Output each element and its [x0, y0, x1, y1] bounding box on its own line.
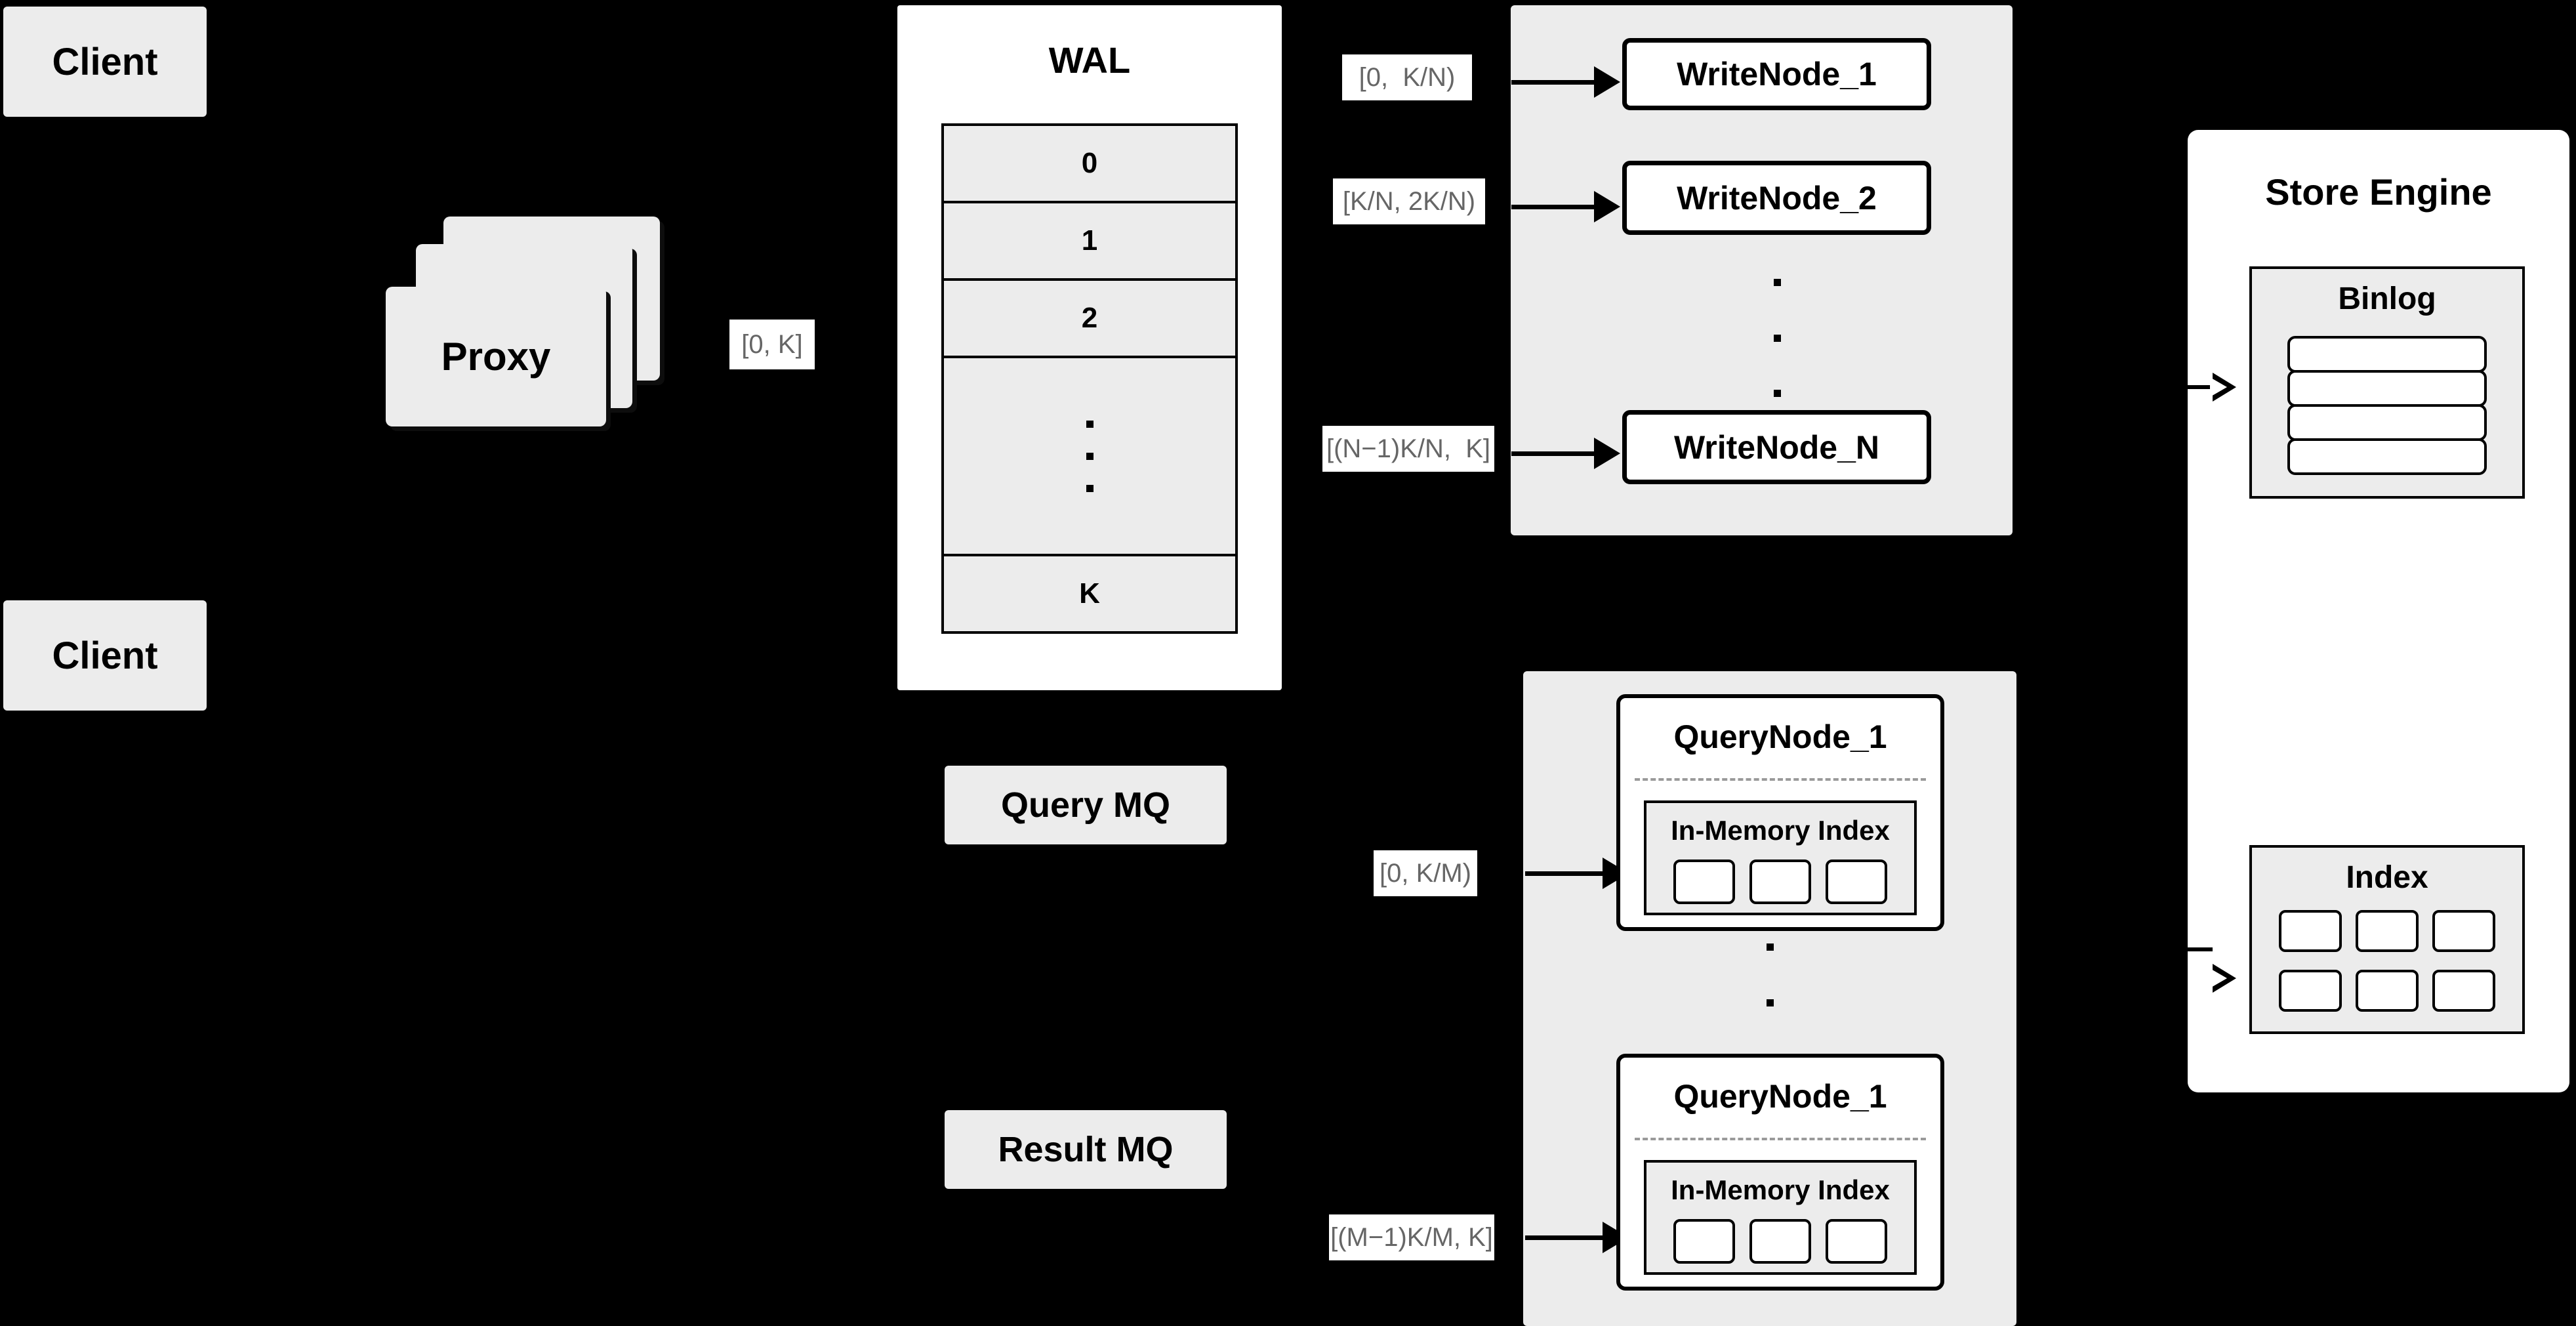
wal-row-2: 2: [944, 281, 1235, 359]
query-node-1[interactable]: QueryNode_1 In-Memory Index: [1616, 694, 1944, 931]
arrow-line-to-writenode-1: [1511, 80, 1594, 85]
binlog-rows: [2287, 336, 2487, 475]
in-memory-index-cells: [1646, 860, 1914, 904]
query-node-1-title: QueryNode_1: [1673, 718, 1887, 755]
ellipsis-dot: [1773, 390, 1781, 397]
index-title: Index: [2346, 860, 2428, 895]
ellipsis-dot: [1766, 943, 1774, 951]
index-cell: [1826, 860, 1887, 904]
query-node-2-in-memory-index: In-Memory Index: [1644, 1160, 1917, 1275]
index-cell: [2279, 909, 2342, 952]
client-label-2: Client: [52, 634, 158, 677]
binlog-row: [2287, 404, 2487, 441]
store-engine-panel: Store Engine Binlog Index: [2188, 130, 2569, 1092]
write-node-n-range-label: [(N−1)K/N, K]: [1322, 426, 1494, 472]
wal-row-k: K: [944, 556, 1235, 631]
store-engine-title: Store Engine: [2265, 171, 2492, 213]
arrow-head-to-writenode-2: [1594, 191, 1620, 222]
index-cell: [2355, 909, 2419, 952]
binlog-box: Binlog: [2249, 266, 2525, 499]
binlog-title: Binlog: [2338, 281, 2436, 316]
index-cell: [1673, 1219, 1735, 1264]
write-node-1-range-label: [0, K/N): [1342, 54, 1472, 100]
query-node-2-divider: [1635, 1138, 1926, 1140]
wal-row-ellipsis: [944, 358, 1235, 556]
ellipsis-dot: [1086, 420, 1094, 428]
ellipsis-dot: [1773, 279, 1781, 286]
index-cell: [1749, 1219, 1811, 1264]
index-cell: [2279, 969, 2342, 1012]
client-box-1[interactable]: Client: [3, 7, 207, 117]
client-box-2[interactable]: Client: [3, 600, 207, 711]
proxy-range-label: [0, K]: [729, 320, 815, 369]
ellipsis-dot: [1086, 484, 1094, 492]
index-grid: [2277, 908, 2497, 1013]
write-node-2[interactable]: WriteNode_2: [1622, 161, 1931, 235]
arrow-head-to-writenode-n: [1594, 438, 1620, 469]
write-node-ellipsis: [1770, 279, 1784, 397]
arrow-line-to-querynode-1: [1525, 871, 1603, 876]
wal-table: 0 1 2 K: [941, 123, 1238, 634]
arrow-line-to-querynode-2: [1525, 1235, 1603, 1240]
arrow-head-to-index: [2210, 964, 2236, 993]
client-label-1: Client: [52, 40, 158, 83]
arrow-line-to-writenode-n: [1511, 451, 1594, 456]
binlog-row: [2287, 370, 2487, 407]
query-node-1-in-memory-index: In-Memory Index: [1644, 800, 1917, 915]
wal-row-1: 1: [944, 203, 1235, 281]
query-node-1-range-label: [0, K/M): [1374, 850, 1477, 896]
query-node-ellipsis: [1763, 943, 1776, 1062]
wal-row-0: 0: [944, 126, 1235, 204]
write-node-1[interactable]: WriteNode_1: [1622, 38, 1931, 110]
binlog-row: [2287, 336, 2487, 373]
write-node-n[interactable]: WriteNode_N: [1622, 410, 1931, 484]
query-node-2[interactable]: QueryNode_1 In-Memory Index: [1616, 1054, 1944, 1291]
ellipsis-dot: [1773, 334, 1781, 342]
result-mq-box[interactable]: Result MQ: [945, 1110, 1227, 1189]
query-node-2-title: QueryNode_1: [1673, 1078, 1887, 1115]
index-cell: [1749, 860, 1811, 904]
ellipsis-dot: [1766, 999, 1774, 1006]
in-memory-index-title: In-Memory Index: [1671, 815, 1890, 846]
query-node-1-divider: [1635, 778, 1926, 781]
arrow-head-to-writenode-1: [1594, 66, 1620, 98]
query-mq-box[interactable]: Query MQ: [945, 766, 1227, 844]
wal-title: WAL: [1048, 39, 1131, 81]
wal-panel: WAL 0 1 2 K: [897, 5, 1282, 690]
in-memory-index-title: In-Memory Index: [1671, 1174, 1890, 1205]
index-cell: [2432, 969, 2495, 1012]
arrow-line-to-writenode-2: [1511, 205, 1594, 209]
ellipsis-dot: [1086, 452, 1094, 460]
proxy-label: Proxy: [441, 335, 551, 379]
query-node-2-range-label: [(M−1)K/M, K]: [1329, 1214, 1494, 1260]
index-cell: [1826, 1219, 1887, 1264]
in-memory-index-cells: [1646, 1219, 1914, 1264]
index-box: Index: [2249, 845, 2525, 1034]
write-node-2-range-label: [K/N, 2K/N): [1333, 178, 1485, 224]
arrow-line-to-index: [2173, 947, 2213, 951]
index-cell: [1673, 860, 1735, 904]
index-cell: [2432, 909, 2495, 952]
arrow-line-to-binlog: [2173, 385, 2213, 389]
index-cell: [2355, 969, 2419, 1012]
proxy-box[interactable]: Proxy: [386, 287, 606, 426]
binlog-row: [2287, 438, 2487, 475]
arrow-head-to-binlog: [2210, 373, 2236, 402]
